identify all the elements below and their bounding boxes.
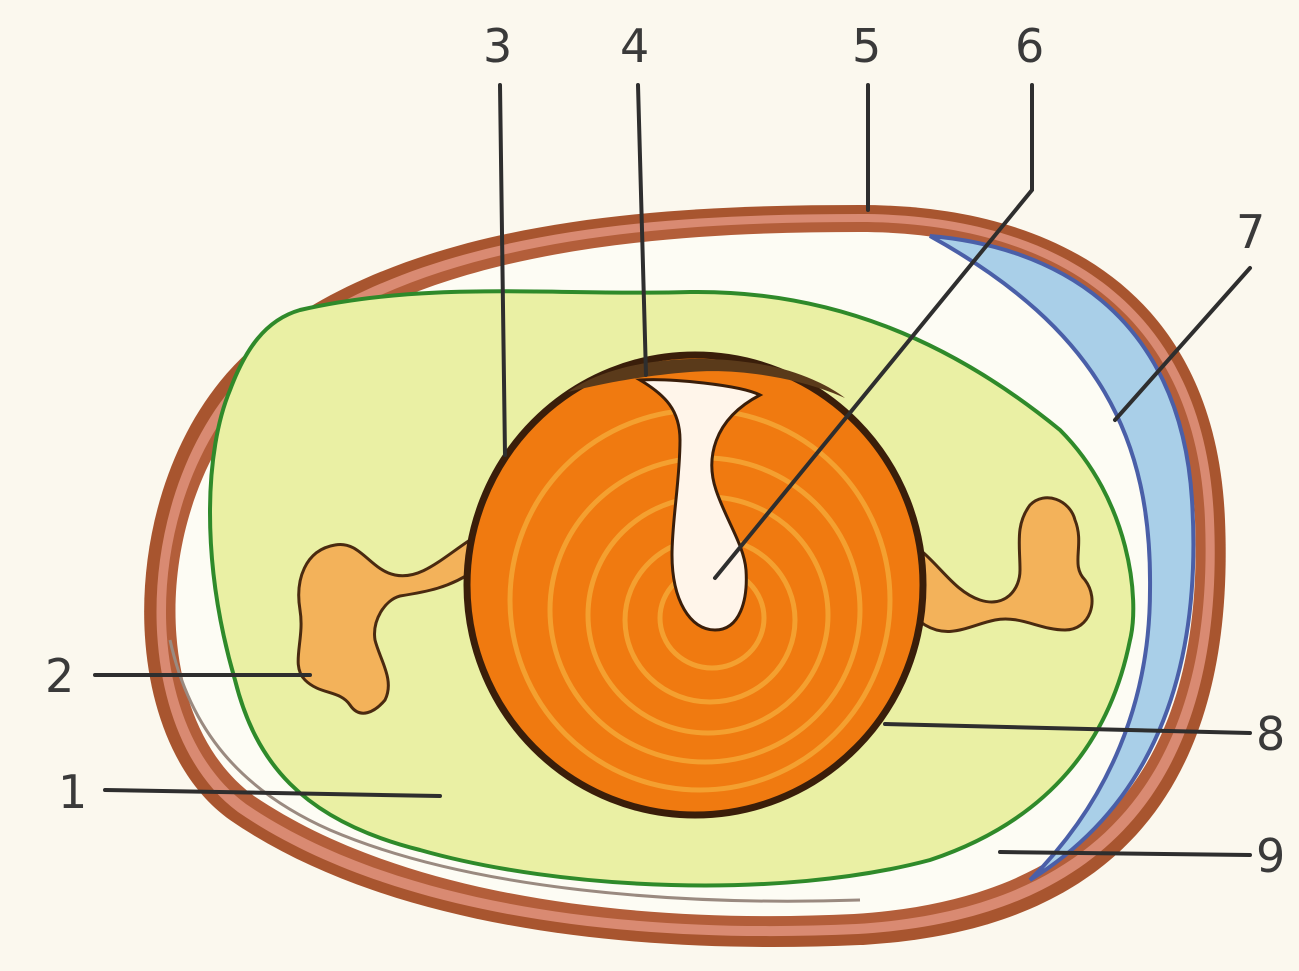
label-2: 2 [45,649,74,703]
label-4: 4 [620,19,649,73]
label-1: 1 [58,765,87,819]
label-6: 6 [1015,19,1044,73]
label-7: 7 [1236,205,1265,259]
label-5: 5 [852,19,881,73]
label-9: 9 [1256,829,1285,883]
label-8: 8 [1256,707,1285,761]
label-3: 3 [483,19,512,73]
